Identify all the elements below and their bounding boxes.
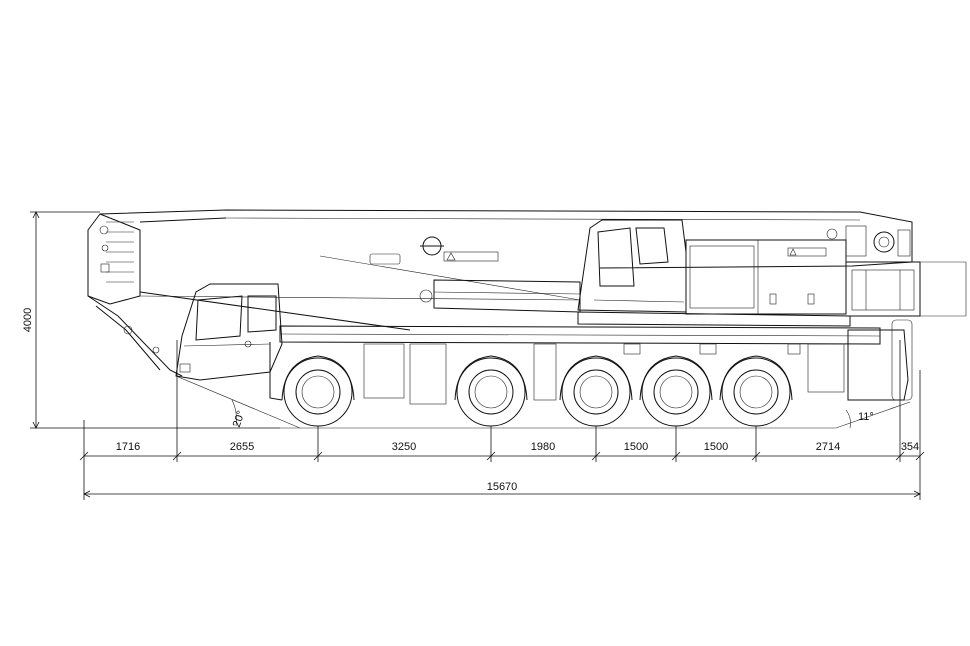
height-dimension-label: 4000	[22, 308, 34, 332]
wheel-5	[719, 355, 793, 427]
dimension-segment-4: 1980	[531, 441, 555, 453]
front-boom-support	[87, 295, 183, 377]
dimension-segment-7: 2714	[816, 441, 840, 453]
wheel-1	[281, 355, 355, 427]
hook-icon	[419, 236, 444, 303]
dimension-segment-2: 2655	[230, 441, 254, 453]
dimension-segment-6: 1500	[704, 441, 728, 453]
warning-triangle-icon	[789, 248, 797, 256]
wheels	[281, 355, 793, 427]
dimension-segment-5: 1500	[624, 441, 648, 453]
dimension-segment-1: 1716	[116, 441, 140, 453]
wheel-2	[454, 355, 528, 427]
wheel-3	[559, 355, 633, 427]
dimension-segment-8: 354	[901, 441, 919, 453]
carrier-frame	[269, 319, 913, 405]
total-length-label: 15670	[487, 481, 518, 493]
departure-angle-label: 11°	[858, 411, 874, 423]
driver-cab	[175, 283, 283, 381]
telescopic-boom	[87, 209, 913, 331]
approach-angle-label: 20°	[231, 409, 248, 429]
wheel-4	[639, 355, 713, 427]
dimension-segment-3: 3250	[392, 441, 416, 453]
dimension-labels: 4000 1716 2655 3250 1980 1500 1500 2714 …	[22, 308, 919, 493]
warning-triangle-icon	[446, 252, 456, 261]
superstructure-cab	[577, 219, 967, 327]
